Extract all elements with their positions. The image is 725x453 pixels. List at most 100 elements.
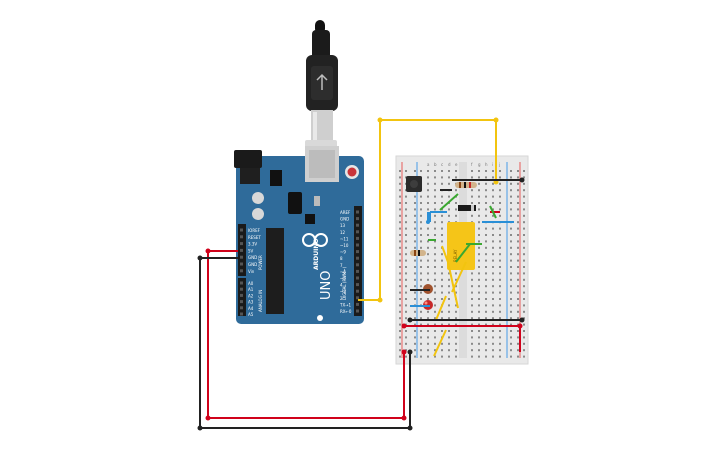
breadboard-hole[interactable] [523, 214, 525, 217]
breadboard-hole[interactable] [405, 317, 407, 320]
breadboard-hole[interactable] [414, 234, 416, 236]
breadboard-hole[interactable] [523, 310, 525, 313]
breadboard-hole[interactable] [485, 253, 487, 256]
digital-pin-socket[interactable] [356, 263, 359, 267]
wire-black-top[interactable] [452, 177, 525, 183]
breadboard-hole[interactable] [517, 285, 519, 288]
breadboard-hole[interactable] [499, 336, 501, 339]
breadboard-hole[interactable] [517, 170, 519, 172]
breadboard-hole[interactable] [427, 240, 429, 243]
breadboard-hole[interactable] [441, 240, 443, 243]
breadboard-hole[interactable] [414, 266, 416, 268]
breadboard-hole[interactable] [499, 259, 501, 262]
digital-pin-socket[interactable] [356, 302, 359, 306]
breadboard-hole[interactable] [455, 189, 457, 192]
breadboard-hole[interactable] [478, 304, 480, 307]
breadboard-hole[interactable] [399, 214, 401, 217]
breadboard-hole[interactable] [478, 336, 480, 339]
breadboard-hole[interactable] [492, 214, 494, 217]
digital-pin-socket[interactable] [356, 296, 359, 300]
breadboard-hole[interactable] [471, 323, 473, 326]
breadboard-hole[interactable] [517, 266, 519, 268]
breadboard-hole[interactable] [414, 221, 416, 224]
breadboard-hole[interactable] [499, 227, 501, 230]
breadboard-hole[interactable] [510, 330, 512, 332]
breadboard-hole[interactable] [517, 195, 519, 198]
breadboard-hole[interactable] [399, 189, 401, 192]
breadboard-hole[interactable] [405, 253, 407, 256]
breadboard-hole[interactable] [399, 195, 401, 198]
breadboard-hole[interactable] [510, 176, 512, 179]
breadboard-hole[interactable] [485, 304, 487, 307]
breadboard-hole[interactable] [485, 330, 487, 332]
breadboard-hole[interactable] [523, 259, 525, 262]
breadboard-hole[interactable] [434, 336, 436, 339]
breadboard-hole[interactable] [427, 246, 429, 249]
analog-pin-socket[interactable] [240, 287, 243, 291]
breadboard-hole[interactable] [405, 246, 407, 249]
breadboard-hole[interactable] [478, 317, 480, 320]
breadboard-hole[interactable] [455, 214, 457, 217]
breadboard-hole[interactable] [455, 342, 457, 345]
breadboard-hole[interactable] [414, 208, 416, 211]
breadboard-hole[interactable] [485, 298, 487, 300]
breadboard-hole[interactable] [414, 240, 416, 243]
breadboard-hole[interactable] [510, 355, 512, 358]
breadboard-hole[interactable] [427, 182, 429, 185]
breadboard-hole[interactable] [441, 285, 443, 288]
breadboard-hole[interactable] [448, 323, 450, 326]
breadboard-hole[interactable] [510, 304, 512, 307]
breadboard-hole[interactable] [420, 291, 422, 294]
breadboard-hole[interactable] [455, 336, 457, 339]
breadboard-hole[interactable] [405, 221, 407, 224]
wire-black-rail[interactable] [407, 317, 525, 323]
breadboard-hole[interactable] [492, 304, 494, 307]
breadboard-hole[interactable] [471, 272, 473, 275]
breadboard-hole[interactable] [485, 214, 487, 217]
breadboard-hole[interactable] [448, 349, 450, 352]
breadboard-hole[interactable] [427, 170, 429, 172]
breadboard-hole[interactable] [523, 253, 525, 256]
breadboard-hole[interactable] [455, 330, 457, 332]
breadboard-hole[interactable] [399, 234, 401, 236]
digital-pin-socket[interactable] [356, 236, 359, 240]
breadboard-hole[interactable] [523, 291, 525, 294]
breadboard-hole[interactable] [441, 266, 443, 268]
breadboard-hole[interactable] [492, 342, 494, 345]
breadboard-hole[interactable] [434, 227, 436, 230]
breadboard-hole[interactable] [510, 189, 512, 192]
breadboard-hole[interactable] [492, 278, 494, 281]
breadboard-hole[interactable] [478, 176, 480, 179]
breadboard-hole[interactable] [441, 272, 443, 275]
breadboard-hole[interactable] [478, 195, 480, 198]
breadboard-hole[interactable] [492, 317, 494, 320]
breadboard-hole[interactable] [405, 189, 407, 192]
breadboard-hole[interactable] [420, 227, 422, 230]
breadboard-hole[interactable] [517, 253, 519, 256]
diode[interactable] [458, 205, 476, 211]
digital-pin-socket[interactable] [356, 289, 359, 293]
breadboard-hole[interactable] [434, 182, 436, 185]
breadboard-hole[interactable] [510, 272, 512, 275]
breadboard-hole[interactable] [427, 202, 429, 204]
breadboard-hole[interactable] [492, 330, 494, 332]
breadboard-hole[interactable] [427, 323, 429, 326]
breadboard-hole[interactable] [478, 208, 480, 211]
breadboard-hole[interactable] [523, 336, 525, 339]
breadboard-hole[interactable] [455, 272, 457, 275]
breadboard-hole[interactable] [420, 310, 422, 313]
breadboard-hole[interactable] [485, 195, 487, 198]
breadboard-hole[interactable] [414, 246, 416, 249]
breadboard-hole[interactable] [517, 278, 519, 281]
breadboard-hole[interactable] [441, 278, 443, 281]
breadboard-hole[interactable] [420, 214, 422, 217]
breadboard-hole[interactable] [471, 298, 473, 300]
breadboard-hole[interactable] [399, 310, 401, 313]
breadboard-hole[interactable] [405, 285, 407, 288]
wire-blue-ground[interactable] [426, 212, 430, 224]
breadboard-hole[interactable] [478, 227, 480, 230]
breadboard-hole[interactable] [517, 291, 519, 294]
breadboard-hole[interactable] [420, 234, 422, 236]
breadboard-hole[interactable] [510, 266, 512, 268]
breadboard-hole[interactable] [441, 291, 443, 294]
